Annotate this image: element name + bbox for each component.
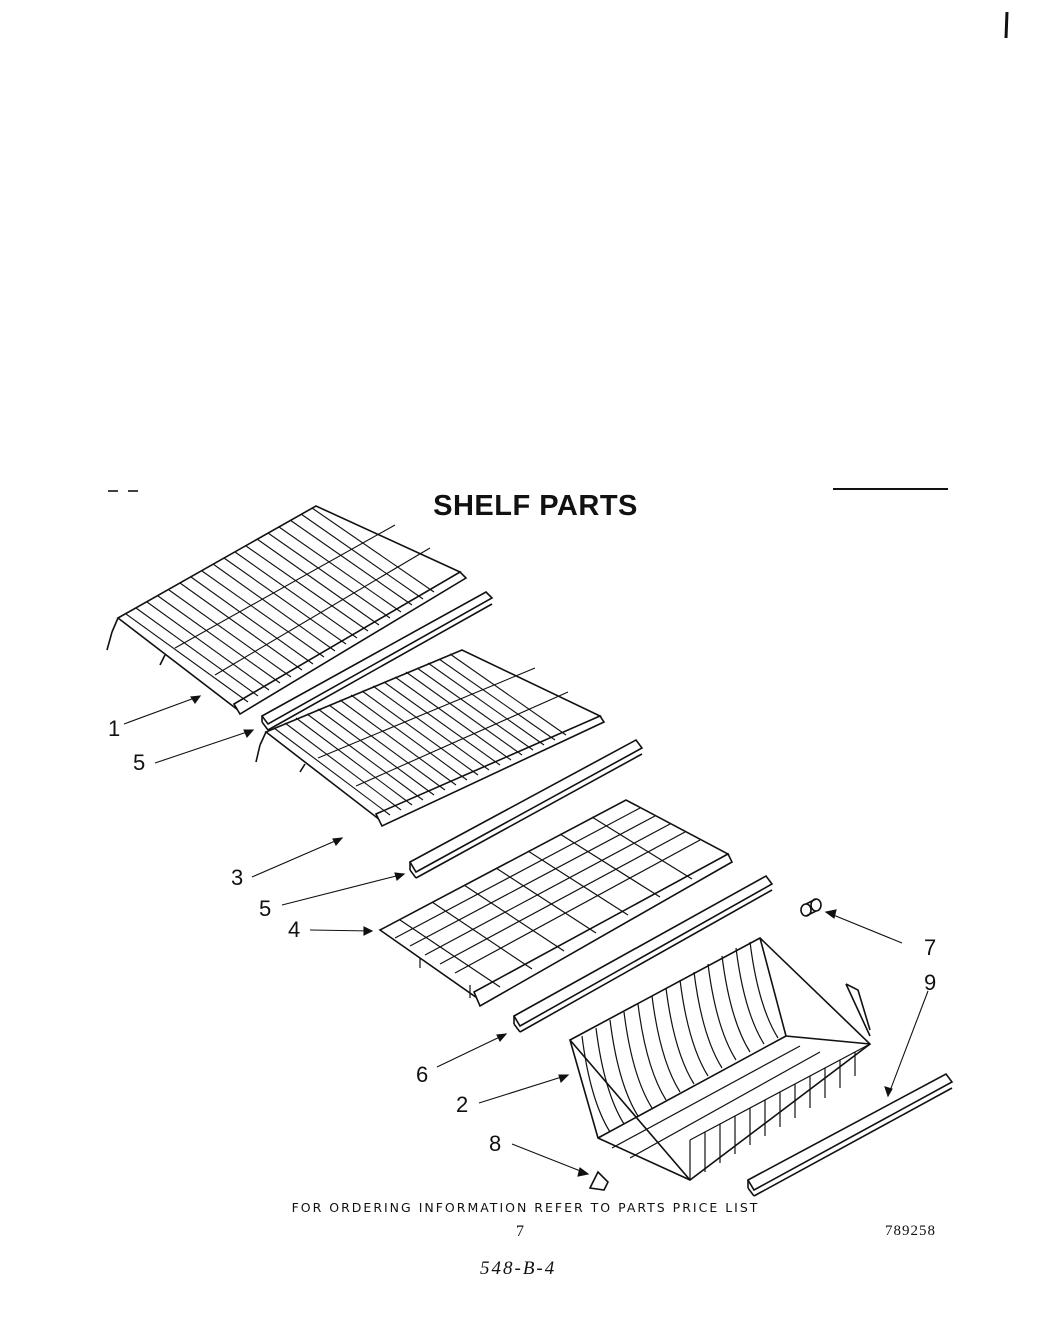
shelf-1	[106, 505, 468, 716]
callout-5-lower: 5	[259, 896, 272, 921]
callout-2: 2	[456, 1092, 469, 1117]
trim-strip-5-upper	[260, 591, 494, 731]
page-number: 7	[516, 1223, 524, 1240]
callout-5-upper: 5	[133, 750, 146, 775]
callout-7: 7	[924, 935, 937, 960]
trim-strip-6	[512, 874, 774, 1033]
callout-8: 8	[489, 1131, 502, 1156]
basket-2	[568, 937, 872, 1182]
leader-lines	[123, 695, 929, 1177]
document-number: 789258	[885, 1223, 936, 1239]
callout-4: 4	[288, 917, 301, 942]
callout-6: 6	[416, 1062, 429, 1087]
trim-strip-5-lower	[408, 738, 644, 879]
diagram-title: SHELF PARTS	[433, 490, 638, 522]
shelf-4	[378, 799, 734, 1008]
trim-strip-9	[746, 1072, 954, 1197]
shelf-3	[255, 649, 606, 828]
callout-1: 1	[108, 716, 121, 741]
callout-9: 9	[924, 970, 937, 995]
foot-8	[588, 1170, 609, 1191]
corner-mark	[1004, 11, 1009, 39]
ordering-note: FOR ORDERING INFORMATION REFER TO PARTS …	[291, 1200, 760, 1215]
end-cap-7	[800, 898, 822, 917]
callout-3: 3	[231, 865, 244, 890]
handwritten-code: 548-B-4	[480, 1258, 557, 1279]
